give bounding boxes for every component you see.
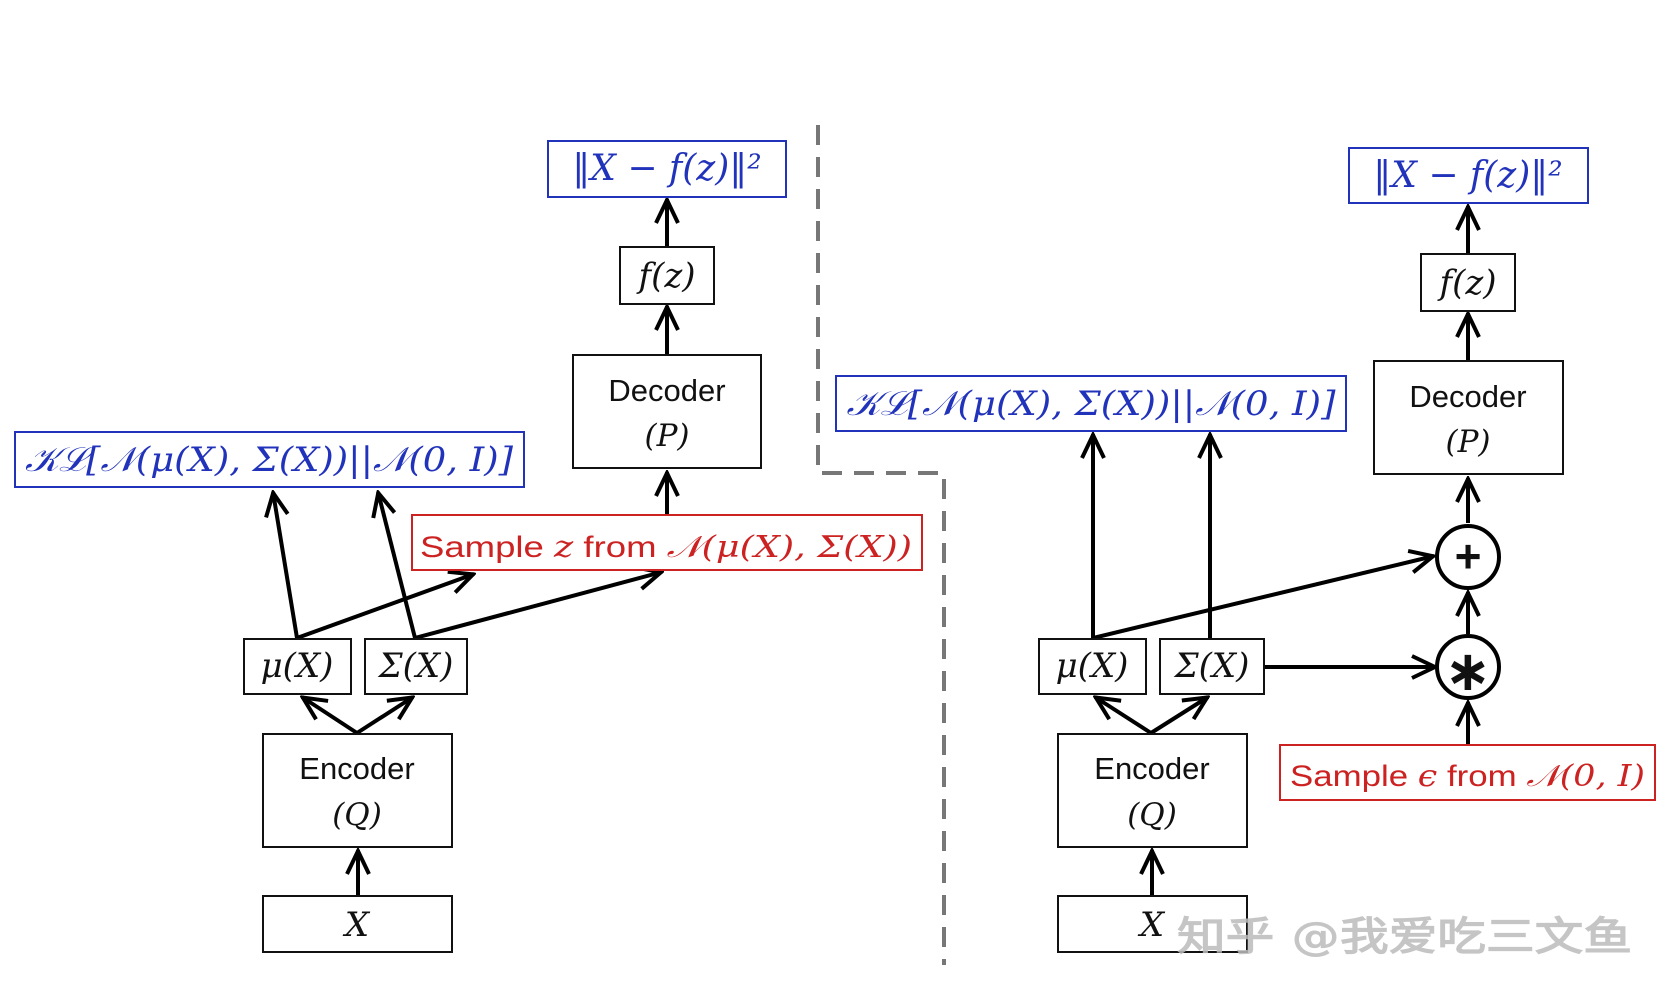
left-encoder-box	[262, 733, 453, 848]
left-sample-label: Sample z from 𝒩(μ(X), Σ(X))	[420, 530, 912, 565]
left-fz-box	[619, 246, 715, 305]
right-panel: ‖X − f(z)‖² f(z) Decoder (P) 𝒦ℒ[𝒩(μ(X), …	[835, 147, 1656, 953]
right-sample-box	[1279, 744, 1656, 801]
times-operator-symbol: ∗	[1445, 639, 1492, 702]
plus-operator-circle	[1435, 524, 1501, 590]
arrow-mu-to-sample	[296, 574, 474, 640]
right-input-label: X	[1137, 905, 1166, 945]
left-kl-box	[14, 431, 525, 488]
arrow-mu-to-plus	[1092, 556, 1434, 640]
right-decoder-param: (P)	[1445, 424, 1490, 460]
left-encoder-param: (Q)	[332, 797, 382, 833]
left-kl-label: 𝒦ℒ[𝒩(μ(X), Σ(X))||𝒩(0, I)]	[25, 440, 514, 480]
right-mu-box	[1038, 638, 1147, 695]
right-mu-label: μ(X)	[1056, 646, 1129, 686]
left-panel: ‖X − f(z)‖² f(z) Decoder (P) 𝒦ℒ[𝒩(μ(X), …	[14, 140, 923, 953]
left-sigma-box	[364, 638, 468, 695]
times-operator-circle	[1435, 634, 1501, 700]
left-mu-box	[243, 638, 352, 695]
left-decoder-box	[572, 354, 762, 469]
right-encoder-box	[1057, 733, 1248, 848]
plus-operator-symbol: +	[1455, 530, 1482, 582]
left-input-box	[262, 895, 453, 953]
arrow-mu-to-kl	[273, 492, 299, 639]
panel-divider	[816, 125, 946, 965]
left-mu-label: μ(X)	[261, 646, 334, 686]
left-loss-box	[547, 140, 787, 198]
arrow-encoder-to-mu-right	[1095, 697, 1153, 735]
right-fz-label: f(z)	[1436, 263, 1496, 303]
arrow-sigma-to-kl	[378, 492, 417, 639]
left-loss-label: ‖X − f(z)‖²	[572, 148, 762, 189]
arrow-encoder-to-mu	[302, 697, 359, 735]
right-kl-label: 𝒦ℒ[𝒩(μ(X), Σ(X))||𝒩(0, I)]	[847, 384, 1337, 424]
arrow-encoder-to-sigma	[355, 697, 413, 735]
right-decoder-label: Decoder	[1409, 379, 1526, 414]
arrow-sigma-to-sample	[414, 572, 662, 640]
left-sample-box	[411, 514, 923, 571]
right-sample-label: Sample ϵ from 𝒩(0, I)	[1290, 759, 1645, 794]
watermark-text: 知乎 @我爱吃三文鱼	[1177, 914, 1632, 960]
right-encoder-label: Encoder	[1094, 751, 1209, 786]
right-encoder-param: (Q)	[1127, 797, 1177, 833]
left-encoder-label: Encoder	[299, 751, 414, 786]
right-fz-box	[1420, 253, 1516, 312]
right-input-box	[1057, 895, 1248, 953]
left-fz-label: f(z)	[635, 256, 695, 296]
arrow-encoder-to-sigma-right	[1149, 697, 1208, 735]
right-loss-box	[1348, 147, 1589, 204]
left-input-label: X	[342, 905, 371, 945]
right-decoder-box	[1373, 360, 1564, 475]
left-decoder-param: (P)	[644, 418, 689, 454]
left-sigma-label: Σ(X)	[377, 646, 454, 686]
right-sigma-label: Σ(X)	[1173, 646, 1250, 686]
left-decoder-label: Decoder	[608, 373, 725, 408]
right-kl-box	[835, 375, 1347, 432]
right-loss-label: ‖X − f(z)‖²	[1373, 155, 1563, 196]
right-sigma-box	[1159, 638, 1265, 695]
